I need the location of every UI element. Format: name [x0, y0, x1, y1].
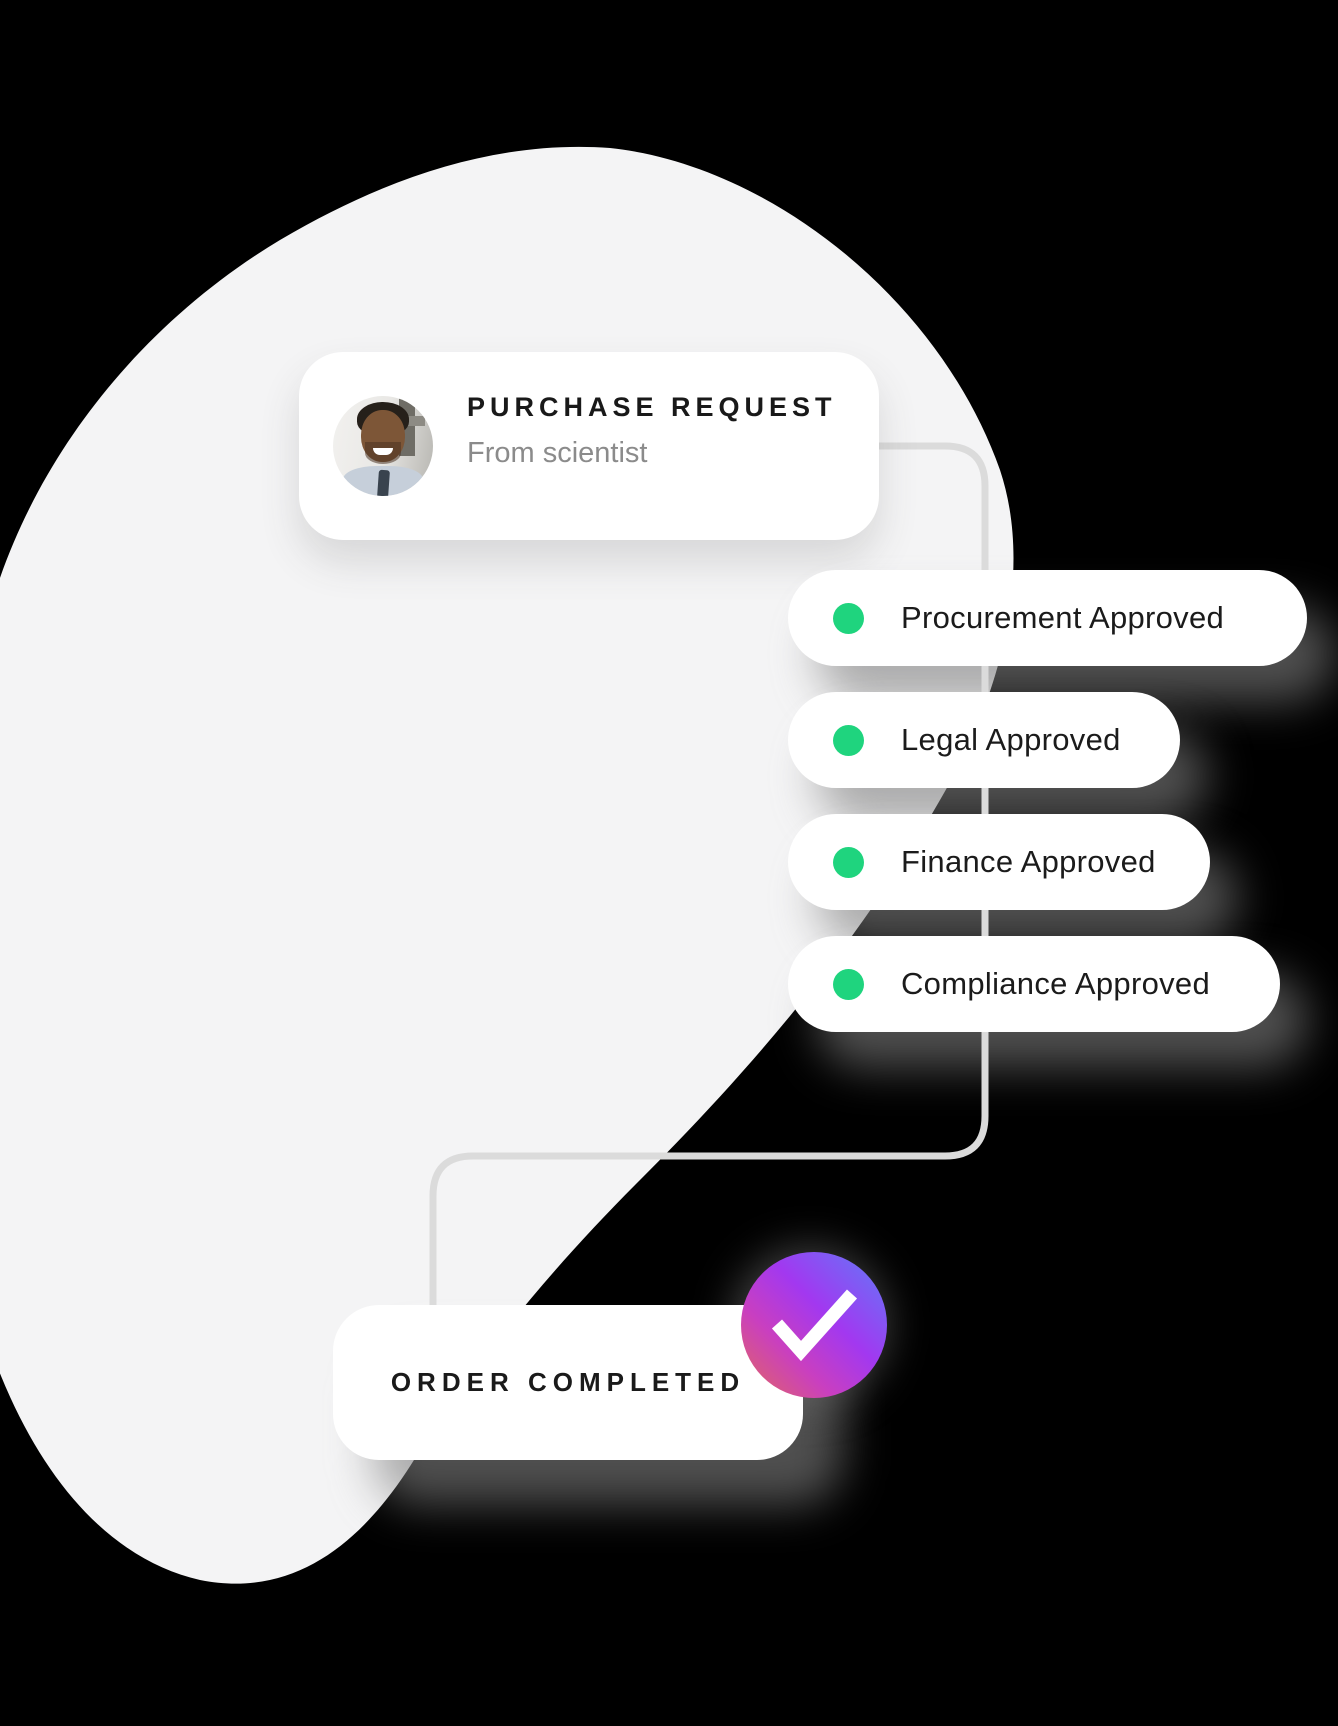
- approval-label: Compliance Approved: [901, 966, 1210, 1001]
- status-dot-icon: [833, 724, 864, 756]
- status-dot-icon: [833, 846, 864, 878]
- approval-pill-finance: Finance Approved: [788, 814, 1210, 910]
- approval-pill-legal: Legal Approved: [788, 692, 1180, 788]
- status-dot-icon: [833, 602, 864, 634]
- approval-label: Legal Approved: [901, 722, 1121, 757]
- purchase-request-card: PURCHASE REQUEST From scientist: [299, 352, 879, 540]
- order-completed-card: ORDER COMPLETED: [333, 1305, 803, 1460]
- status-dot-icon: [833, 968, 864, 1000]
- order-completed-title: ORDER COMPLETED: [390, 1367, 746, 1397]
- approval-label: Procurement Approved: [901, 600, 1225, 635]
- purchase-request-subtitle: From scientist: [467, 437, 648, 469]
- avatar: [333, 396, 433, 496]
- check-icon: [771, 1289, 858, 1362]
- approval-label: Finance Approved: [901, 844, 1156, 879]
- approval-pill-procurement: Procurement Approved: [788, 570, 1307, 666]
- purchase-request-title: PURCHASE REQUEST: [467, 392, 837, 422]
- check-badge: [741, 1252, 887, 1398]
- approval-pill-compliance: Compliance Approved: [788, 936, 1280, 1032]
